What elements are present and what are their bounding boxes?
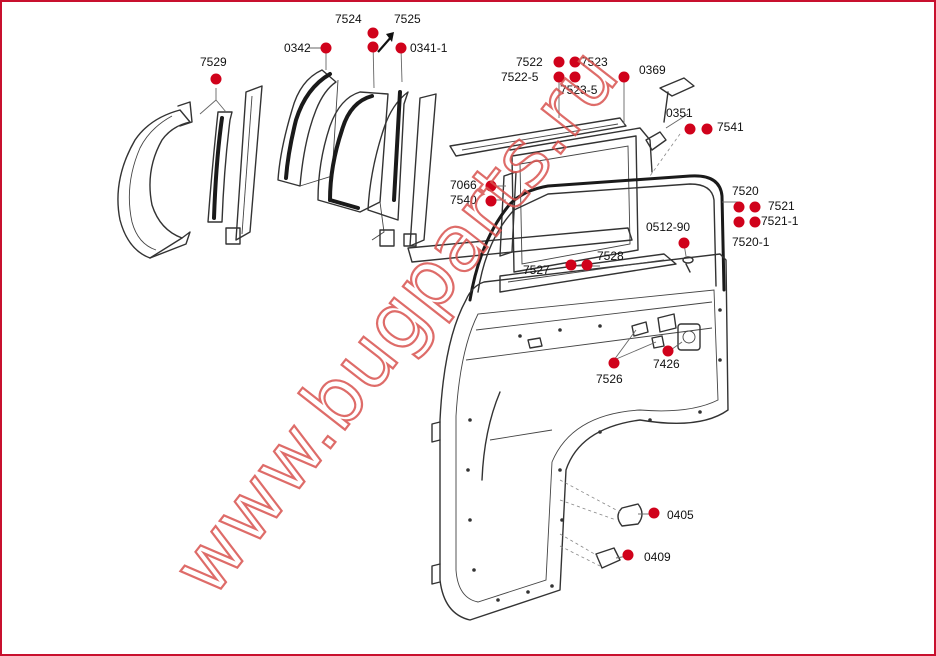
- part-vent-post: [367, 90, 437, 247]
- label-7527: 7527: [523, 263, 550, 277]
- arrow-7525: [377, 32, 394, 53]
- part-window-glass: [407, 135, 639, 273]
- part-division-post: [225, 85, 263, 245]
- label-7541: 7541: [717, 120, 744, 134]
- marker-0351[interactable]: [684, 123, 696, 135]
- marker-7522[interactable]: [553, 56, 565, 68]
- marker-dots: [210, 27, 761, 561]
- label-7426: 7426: [653, 357, 680, 371]
- marker-0409[interactable]: [622, 549, 634, 561]
- label-7524: 7524: [335, 12, 362, 26]
- marker-7526[interactable]: [608, 357, 620, 369]
- label-0405: 0405: [667, 508, 694, 522]
- part-handle-bezel: [677, 323, 701, 351]
- part-door-shell: [431, 253, 729, 621]
- label-7525: 7525: [394, 12, 421, 26]
- dashed-guides: [559, 133, 681, 567]
- label-7066: 7066: [450, 178, 477, 192]
- label-7523-5: 7523-5: [560, 83, 598, 97]
- part-clip: [682, 256, 694, 273]
- callout-labels: 7529 0342 7524 7525 0341-1 7522 7523 752…: [200, 12, 799, 564]
- marker-7426[interactable]: [662, 345, 674, 357]
- watermark-text: www.bugparts.ru: [156, 33, 636, 612]
- marker-7520[interactable]: [733, 201, 745, 213]
- part-stop-pad: [595, 547, 621, 569]
- marker-7521[interactable]: [749, 201, 761, 213]
- label-7522-5: 7522-5: [501, 70, 539, 84]
- marker-0342[interactable]: [320, 42, 332, 54]
- part-vent-seal-strip: [207, 111, 233, 223]
- marker-7540[interactable]: [485, 195, 497, 207]
- marker-7520-1[interactable]: [733, 216, 745, 228]
- marker-0512-90[interactable]: [678, 237, 690, 249]
- label-0341-1: 0341-1: [410, 41, 448, 55]
- label-7522: 7522: [516, 55, 543, 69]
- marker-0341-1[interactable]: [395, 42, 407, 54]
- marker-7541[interactable]: [701, 123, 713, 135]
- marker-7527[interactable]: [565, 259, 577, 271]
- part-door-bumper: [617, 503, 643, 527]
- label-7521: 7521: [768, 199, 795, 213]
- part-vent-window-frame: [317, 91, 389, 241]
- label-7520-1: 7520-1: [732, 235, 770, 249]
- marker-7528[interactable]: [581, 259, 593, 271]
- label-7526: 7526: [596, 372, 623, 386]
- part-upper-window-channel: [449, 117, 653, 173]
- label-7521-1: 7521-1: [761, 214, 799, 228]
- label-0351: 0351: [666, 106, 693, 120]
- label-7520: 7520: [732, 184, 759, 198]
- part-vent-latch: [645, 77, 695, 151]
- marker-7523-5[interactable]: [569, 71, 581, 83]
- label-7523: 7523: [581, 55, 608, 69]
- marker-7529[interactable]: [210, 73, 222, 85]
- label-7540: 7540: [450, 193, 477, 207]
- marker-7066[interactable]: [485, 180, 497, 192]
- marker-0369[interactable]: [618, 71, 630, 83]
- label-0409: 0409: [644, 550, 671, 564]
- marker-7523[interactable]: [569, 56, 581, 68]
- marker-0405[interactable]: [648, 507, 660, 519]
- label-0512-90: 0512-90: [646, 220, 690, 234]
- marker-7525[interactable]: [367, 41, 379, 53]
- label-7528: 7528: [597, 249, 624, 263]
- part-lock-knobs: [631, 313, 677, 349]
- label-0369: 0369: [639, 63, 666, 77]
- marker-7522-5[interactable]: [553, 71, 565, 83]
- label-0342: 0342: [284, 41, 311, 55]
- marker-7521-1[interactable]: [749, 216, 761, 228]
- part-vent-frame: [117, 101, 193, 259]
- part-door-seal: [468, 174, 726, 302]
- label-7529: 7529: [200, 55, 227, 69]
- part-inner-window-seal: [499, 253, 677, 293]
- marker-7524[interactable]: [367, 27, 379, 39]
